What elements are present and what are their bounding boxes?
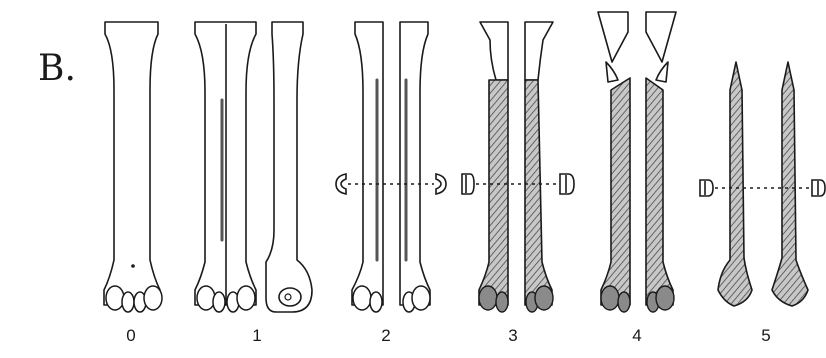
stage-5-finished-points — [700, 62, 825, 306]
stage-3-shaped-halves — [462, 22, 574, 312]
stage-0-whole-bone — [104, 22, 162, 312]
stage-1-grooved-bone — [195, 22, 256, 312]
stage-2-split-halves — [336, 22, 446, 312]
stage-1-side-view — [266, 22, 312, 312]
stage-4-cut-halves — [598, 12, 676, 312]
